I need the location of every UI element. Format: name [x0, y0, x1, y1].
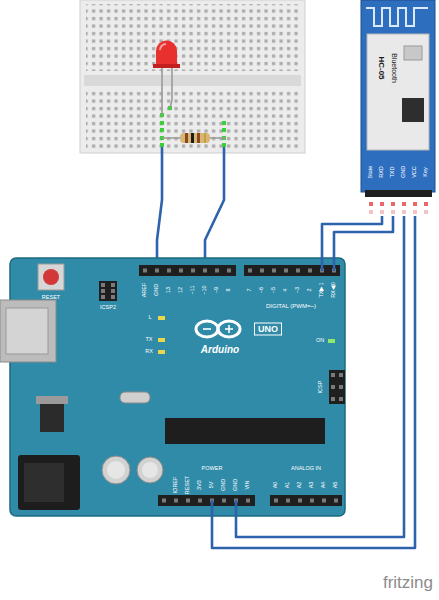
pin-name: ~9: [214, 287, 220, 293]
pin-name: A3: [309, 482, 315, 489]
jumper-wire: [236, 216, 404, 537]
button-name: RESET: [42, 295, 60, 301]
pin-name: A0: [273, 482, 279, 489]
resistor-symbol: [162, 133, 226, 143]
pin-name: State: [368, 166, 374, 179]
watermark: fritzing: [383, 574, 433, 591]
jumper-wire: [157, 148, 224, 270]
module-name: Bluetooth: [391, 53, 398, 83]
jumper-wire: [334, 216, 393, 258]
pin-name: VIN: [245, 480, 251, 489]
arduino-board: [0, 258, 345, 516]
jumper-wire: [212, 216, 415, 548]
pin-name: ~10: [202, 285, 208, 294]
led-name: L: [148, 315, 151, 321]
led-name: ON: [316, 338, 324, 344]
led-name: TX: [145, 337, 152, 343]
pin-name: 13: [166, 287, 172, 293]
pin-name: GND: [233, 479, 239, 491]
pin-name: TX▶1: [319, 282, 325, 297]
pin-name: A4: [321, 482, 327, 489]
pin-name: RXD: [379, 166, 385, 178]
board-model: UNO: [254, 323, 282, 336]
pin-name: 5V: [209, 482, 215, 489]
pin-name: GND: [154, 284, 160, 296]
pin-name: RESET: [185, 476, 191, 494]
pin-name: 7: [247, 288, 253, 291]
pin-name: IOREF: [173, 477, 179, 494]
header-name: ICSP: [318, 381, 324, 394]
pin-name: 2: [307, 288, 313, 291]
pin-name: VCC: [412, 166, 418, 178]
breadboard: [80, 0, 305, 153]
pin-name: A1: [285, 482, 291, 489]
pin-name: 8: [226, 288, 232, 291]
pin-name: ~6: [259, 287, 265, 293]
wire-stub: [212, 258, 334, 516]
pin-name: AREF: [142, 283, 148, 298]
led-symbol: [153, 41, 180, 116]
bluetooth-module: [361, 0, 435, 212]
arduino-board: RESETICSP2AREFGND1312~11~10~987~6~54~32T…: [10, 258, 345, 516]
pin-name: GND: [221, 479, 227, 491]
pin-name: ~3: [295, 287, 301, 293]
pin-name: A2: [297, 482, 303, 489]
pin-name: A5: [333, 482, 339, 489]
led-name: RX: [145, 349, 153, 355]
pin-name: 3V3: [197, 480, 203, 490]
header-name: POWER: [202, 466, 223, 472]
pin-name: RX◀0: [331, 282, 337, 298]
pin-name: ~5: [271, 287, 277, 293]
pin-name: GND: [401, 166, 407, 178]
pin-name: 12: [178, 287, 184, 293]
bluetooth-module: HC-05 BluetoothState RXD TXD GND VCC Key: [361, 0, 435, 216]
header-name: DIGITAL (PWM=~): [266, 303, 316, 309]
module-name: HC-05: [377, 56, 385, 79]
board-brand: Arduino: [201, 345, 239, 355]
pin-name: ~11: [190, 286, 196, 295]
pin-name: Key: [423, 167, 429, 176]
pin-name: TXD: [390, 167, 396, 178]
pin-name: 4: [283, 288, 289, 291]
jumper-wire: [322, 216, 382, 258]
header-name: ANALOG IN: [291, 466, 321, 472]
header-name: ICSP2: [100, 305, 116, 311]
